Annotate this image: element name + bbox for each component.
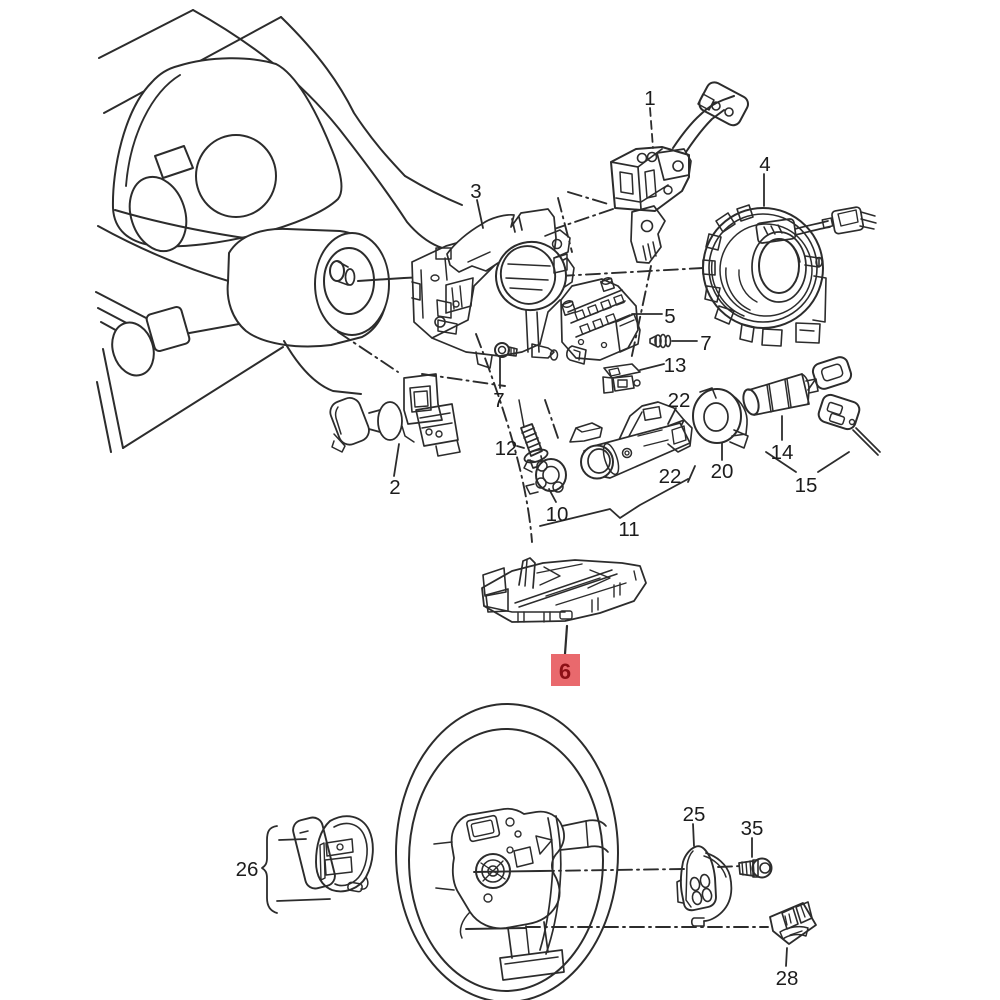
svg-text:20: 20	[711, 460, 734, 483]
svg-text:1: 1	[644, 87, 655, 110]
svg-text:3: 3	[470, 180, 481, 203]
svg-text:11: 11	[618, 518, 639, 541]
svg-text:4: 4	[759, 153, 770, 176]
svg-text:12: 12	[495, 437, 518, 460]
svg-text:6: 6	[559, 659, 571, 684]
svg-text:13: 13	[664, 354, 687, 377]
svg-text:25: 25	[683, 803, 706, 826]
svg-text:22: 22	[659, 465, 682, 488]
svg-text:7: 7	[493, 389, 504, 412]
svg-text:14: 14	[771, 441, 794, 464]
svg-text:22: 22	[668, 389, 691, 412]
svg-text:15: 15	[795, 474, 818, 497]
svg-text:35: 35	[741, 817, 764, 840]
svg-text:5: 5	[664, 305, 675, 328]
svg-text:10: 10	[546, 503, 569, 526]
svg-text:28: 28	[776, 967, 799, 990]
svg-text:26: 26	[236, 858, 259, 881]
svg-text:2: 2	[389, 476, 400, 499]
svg-text:7: 7	[700, 332, 711, 355]
